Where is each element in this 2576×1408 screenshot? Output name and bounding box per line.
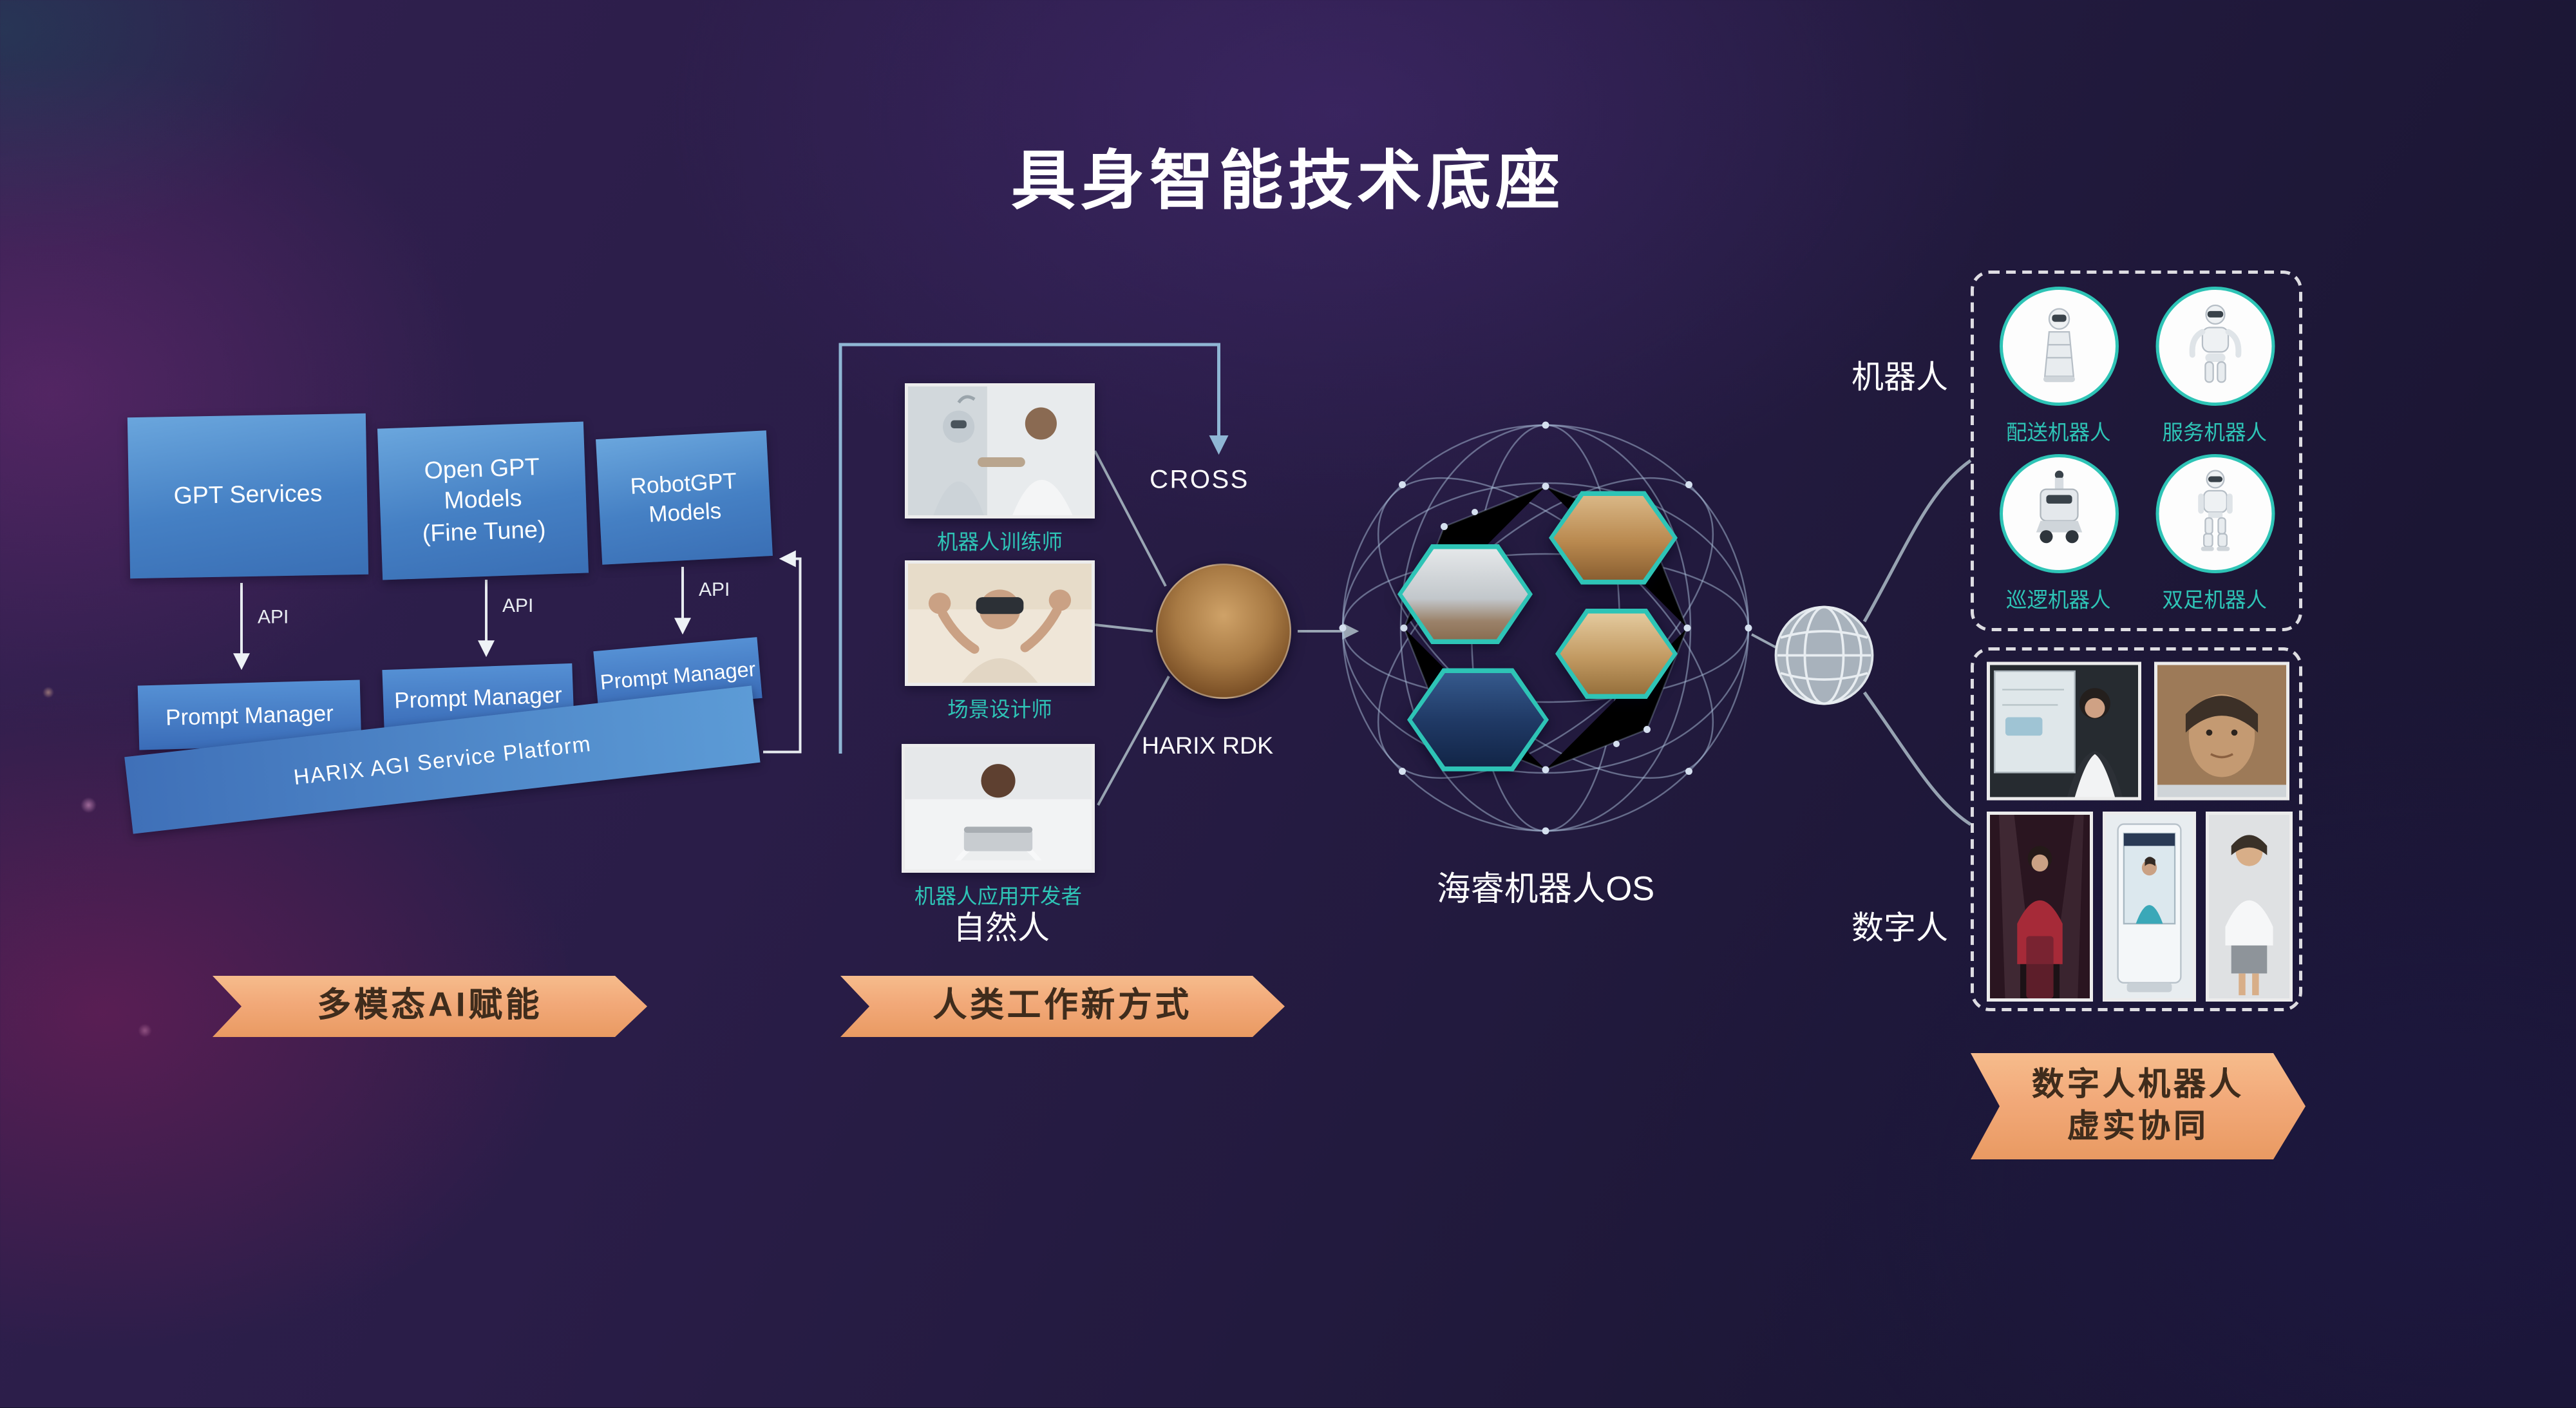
- robot-item-service: 服务机器人: [2137, 287, 2293, 454]
- hex-image: [1553, 496, 1673, 580]
- role-caption: 机器人应用开发者: [914, 884, 1082, 909]
- robots-group-box: 配送机器人 服务机器人: [1971, 271, 2302, 631]
- presenter-illustration: [1990, 665, 2138, 797]
- page-title: 具身智能技术底座: [1011, 146, 1565, 218]
- harix-rdk-label: HARIX RDK: [1141, 732, 1274, 761]
- face-illustration: [2157, 665, 2286, 797]
- api-label-1: API: [258, 605, 289, 628]
- box-label-line: GPT Services: [173, 480, 323, 511]
- service-robot-icon: [2188, 304, 2241, 383]
- hostess-illustration: [1990, 815, 2090, 998]
- hex-border: [1549, 491, 1678, 585]
- banner-virtual-real-collab: 数字人机器人 虚实协同: [1971, 1053, 2306, 1159]
- child-illustration: [2209, 815, 2289, 998]
- robot-item-delivery: 配送机器人: [1980, 287, 2137, 454]
- app-developer-photo: [902, 744, 1095, 873]
- os-scene-hex-industrial: [1407, 668, 1549, 772]
- api-label-2: API: [502, 594, 534, 617]
- os-scene-hex-livingroom: [1397, 544, 1533, 644]
- hex-border: [1397, 544, 1533, 644]
- hex-image: [1560, 613, 1673, 694]
- open-gpt-models-box: Open GPT Models (Fine Tune): [377, 421, 589, 580]
- robots-group-label: 机器人: [1852, 361, 1948, 396]
- os-label: 海睿机器人OS: [1436, 871, 1655, 909]
- banner-human-work: 人类工作新方式: [840, 976, 1285, 1037]
- hex-border: [1555, 609, 1678, 699]
- os-scene-hex-office: [1555, 609, 1678, 699]
- hex-image: [1412, 673, 1544, 766]
- robot-caption: 巡逻机器人: [2005, 587, 2111, 613]
- digital-human-face-photo: [2154, 661, 2289, 801]
- hex-image: [1402, 549, 1528, 640]
- scene-designer-illustration: [908, 564, 1092, 683]
- digital-human-child-photo: [2206, 812, 2293, 1002]
- role-app-developer: 机器人应用开发者: [902, 744, 1095, 910]
- robotgpt-models-box: RobotGPT Models: [596, 430, 773, 565]
- gpt-services-box: GPT Services: [127, 413, 369, 579]
- role-scene-designer: 场景设计师: [905, 560, 1095, 723]
- hex-border: [1407, 668, 1549, 772]
- box-label-line: RobotGPT: [629, 467, 737, 499]
- scene-designer-photo: [905, 560, 1095, 686]
- robot-caption: 双足机器人: [2162, 587, 2267, 613]
- box-label-line: Models: [648, 497, 723, 527]
- digital-group-label: 数字人: [1852, 911, 1948, 947]
- banner-line: 数字人机器人: [2032, 1067, 2244, 1103]
- box-label-line: Open GPT: [423, 453, 540, 485]
- box-label-line: Models: [443, 485, 523, 516]
- service-robot-image: [2155, 287, 2275, 406]
- patrol-robot-icon: [2035, 470, 2081, 544]
- banner-multimodal-ai: 多模态AI赋能: [213, 976, 647, 1037]
- biped-robot-icon: [2197, 470, 2232, 551]
- kiosk-illustration: [2106, 815, 2193, 998]
- biped-robot-image: [2155, 454, 2275, 573]
- digital-human-presenter-photo: [1987, 661, 2141, 801]
- robot-caption: 服务机器人: [2162, 420, 2267, 445]
- cross-label: CROSS: [1150, 467, 1249, 495]
- network-globe-icon: [1774, 605, 1874, 705]
- role-caption: 场景设计师: [947, 697, 1052, 722]
- robot-caption: 配送机器人: [2005, 420, 2111, 445]
- role-caption: 机器人训练师: [936, 529, 1063, 555]
- delivery-robot-image: [1998, 287, 2118, 406]
- os-scene-hex-wood-room: [1549, 491, 1678, 585]
- robot-trainer-illustration: [908, 386, 1092, 515]
- digital-humans-group-box: [1971, 647, 2302, 1011]
- patrol-robot-image: [1998, 454, 2118, 573]
- api-label-3: API: [699, 578, 730, 601]
- robot-item-biped: 双足机器人: [2137, 454, 2293, 622]
- digital-human-hostess-photo: [1987, 812, 2093, 1002]
- digital-human-kiosk-photo: [2103, 812, 2196, 1002]
- natural-person-label: 自然人: [953, 911, 1050, 947]
- robot-item-patrol: 巡逻机器人: [1980, 454, 2137, 622]
- role-robot-trainer: 机器人训练师: [905, 383, 1095, 556]
- box-label-line: (Fine Tune): [422, 516, 547, 548]
- robot-trainer-photo: [905, 383, 1095, 518]
- app-developer-illustration: [905, 747, 1092, 870]
- delivery-robot-icon: [2042, 308, 2074, 383]
- banner-line: 虚实协同: [2067, 1109, 2209, 1145]
- harix-rdk-image: [1156, 564, 1291, 699]
